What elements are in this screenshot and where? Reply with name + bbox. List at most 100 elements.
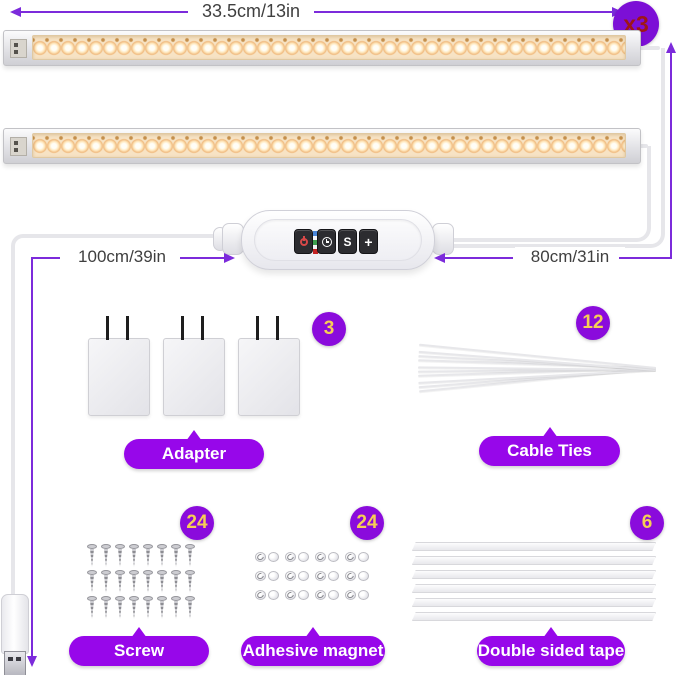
magnet-item — [315, 590, 326, 600]
pill-pointer — [541, 427, 558, 438]
screw-item — [157, 544, 167, 568]
magnet-item — [358, 590, 369, 600]
cable-ties-label-pill: Cable Ties — [479, 427, 620, 466]
plug-prong — [106, 316, 109, 340]
magnet-label: Adhesive magnet — [242, 641, 384, 660]
tape-strip — [412, 556, 656, 565]
magnet-item — [285, 571, 296, 581]
plug-prong — [256, 316, 259, 340]
magnet-item — [268, 552, 279, 562]
magnet-item — [268, 590, 279, 600]
screw-item — [115, 544, 125, 568]
dimension-line — [180, 257, 226, 259]
plug-prong — [276, 316, 279, 340]
double-sided-tape — [412, 542, 656, 626]
screw-item — [87, 570, 97, 594]
dimension-line-vertical — [670, 52, 672, 259]
cable-strain-relief — [432, 223, 454, 255]
led-channel — [32, 133, 626, 158]
arrow-left-icon — [434, 253, 445, 263]
screw-item — [171, 544, 181, 568]
screw-icon — [18, 158, 33, 173]
pill-pointer — [186, 430, 202, 441]
link-wire-outer — [432, 48, 665, 248]
arrow-up-icon — [666, 42, 676, 53]
screw-item — [185, 570, 195, 594]
magnet-item — [255, 571, 266, 581]
magnet-item — [298, 590, 309, 600]
plug-prong — [126, 316, 129, 340]
led-channel — [32, 35, 626, 60]
tape-strip — [412, 584, 656, 593]
arrow-right-icon — [224, 253, 235, 263]
magnet-item — [328, 552, 339, 562]
power-adapter — [88, 316, 150, 416]
power-icon — [299, 235, 308, 246]
magnet-count-badge: 24 — [350, 506, 384, 540]
screw-item — [185, 544, 195, 568]
strip-length-label: 33.5cm/13in — [188, 1, 314, 22]
magnet-item — [315, 552, 326, 562]
power-adapter — [238, 316, 300, 416]
link-wire-inner — [432, 146, 651, 242]
strip-connector — [10, 137, 27, 156]
screw-item — [157, 596, 167, 620]
magnet-item — [315, 571, 326, 581]
screw-icon — [18, 60, 33, 75]
magnet-item — [345, 552, 356, 562]
screw-item — [87, 544, 97, 568]
dimension-line — [619, 257, 671, 259]
screw-item — [171, 596, 181, 620]
screw-item — [115, 570, 125, 594]
magnet-item — [358, 552, 369, 562]
plug-prong — [181, 316, 184, 340]
screw-label: Screw — [113, 641, 165, 660]
screw-item — [143, 570, 153, 594]
wire-stub-strip1 — [636, 46, 660, 50]
adapter-label: Adapter — [161, 444, 227, 463]
adapter-count-badge: 3 — [312, 312, 346, 346]
magnet-item — [298, 552, 309, 562]
arrow-down-icon — [27, 656, 37, 667]
adhesive-magnets — [255, 552, 377, 609]
strip-connector — [10, 39, 27, 58]
pill-pointer — [305, 627, 321, 638]
screw-item — [129, 544, 139, 568]
screw-icon — [46, 21, 61, 36]
magnet-item — [285, 552, 296, 562]
wire-stub-strip2 — [636, 144, 648, 148]
screw-item — [157, 570, 167, 594]
brightness-button: + — [359, 229, 378, 254]
dimension-line — [32, 257, 62, 259]
tape-strip — [412, 542, 656, 551]
screw-item — [143, 544, 153, 568]
magnet-item — [328, 590, 339, 600]
screw-item — [143, 596, 153, 620]
adapter-label-pill: Adapter — [124, 430, 264, 469]
screw-item — [115, 596, 125, 620]
dimension-line — [443, 257, 513, 259]
tape-strip — [412, 598, 656, 607]
screw-item — [129, 596, 139, 620]
screw-icon — [46, 119, 61, 134]
controller: S + — [241, 210, 435, 270]
mode-button: S — [338, 229, 357, 254]
magnet-item — [255, 590, 266, 600]
screw-item — [87, 596, 97, 620]
arrow-left-icon — [10, 7, 21, 17]
dimension-line-vertical — [31, 257, 33, 657]
screw-item — [185, 596, 195, 620]
magnet-item — [345, 590, 356, 600]
clock-icon — [321, 236, 332, 247]
power-button — [294, 229, 313, 254]
power-adapter — [163, 316, 225, 416]
screw-item — [101, 570, 111, 594]
usb-cable-length-label: 100cm/39in — [60, 247, 184, 267]
screw-item — [101, 596, 111, 620]
cable-ties — [418, 343, 658, 393]
dimension-line-top — [19, 11, 613, 13]
magnet-item — [285, 590, 296, 600]
magnet-item — [268, 571, 279, 581]
screw-count-badge: 24 — [180, 506, 214, 540]
screws — [87, 544, 203, 622]
